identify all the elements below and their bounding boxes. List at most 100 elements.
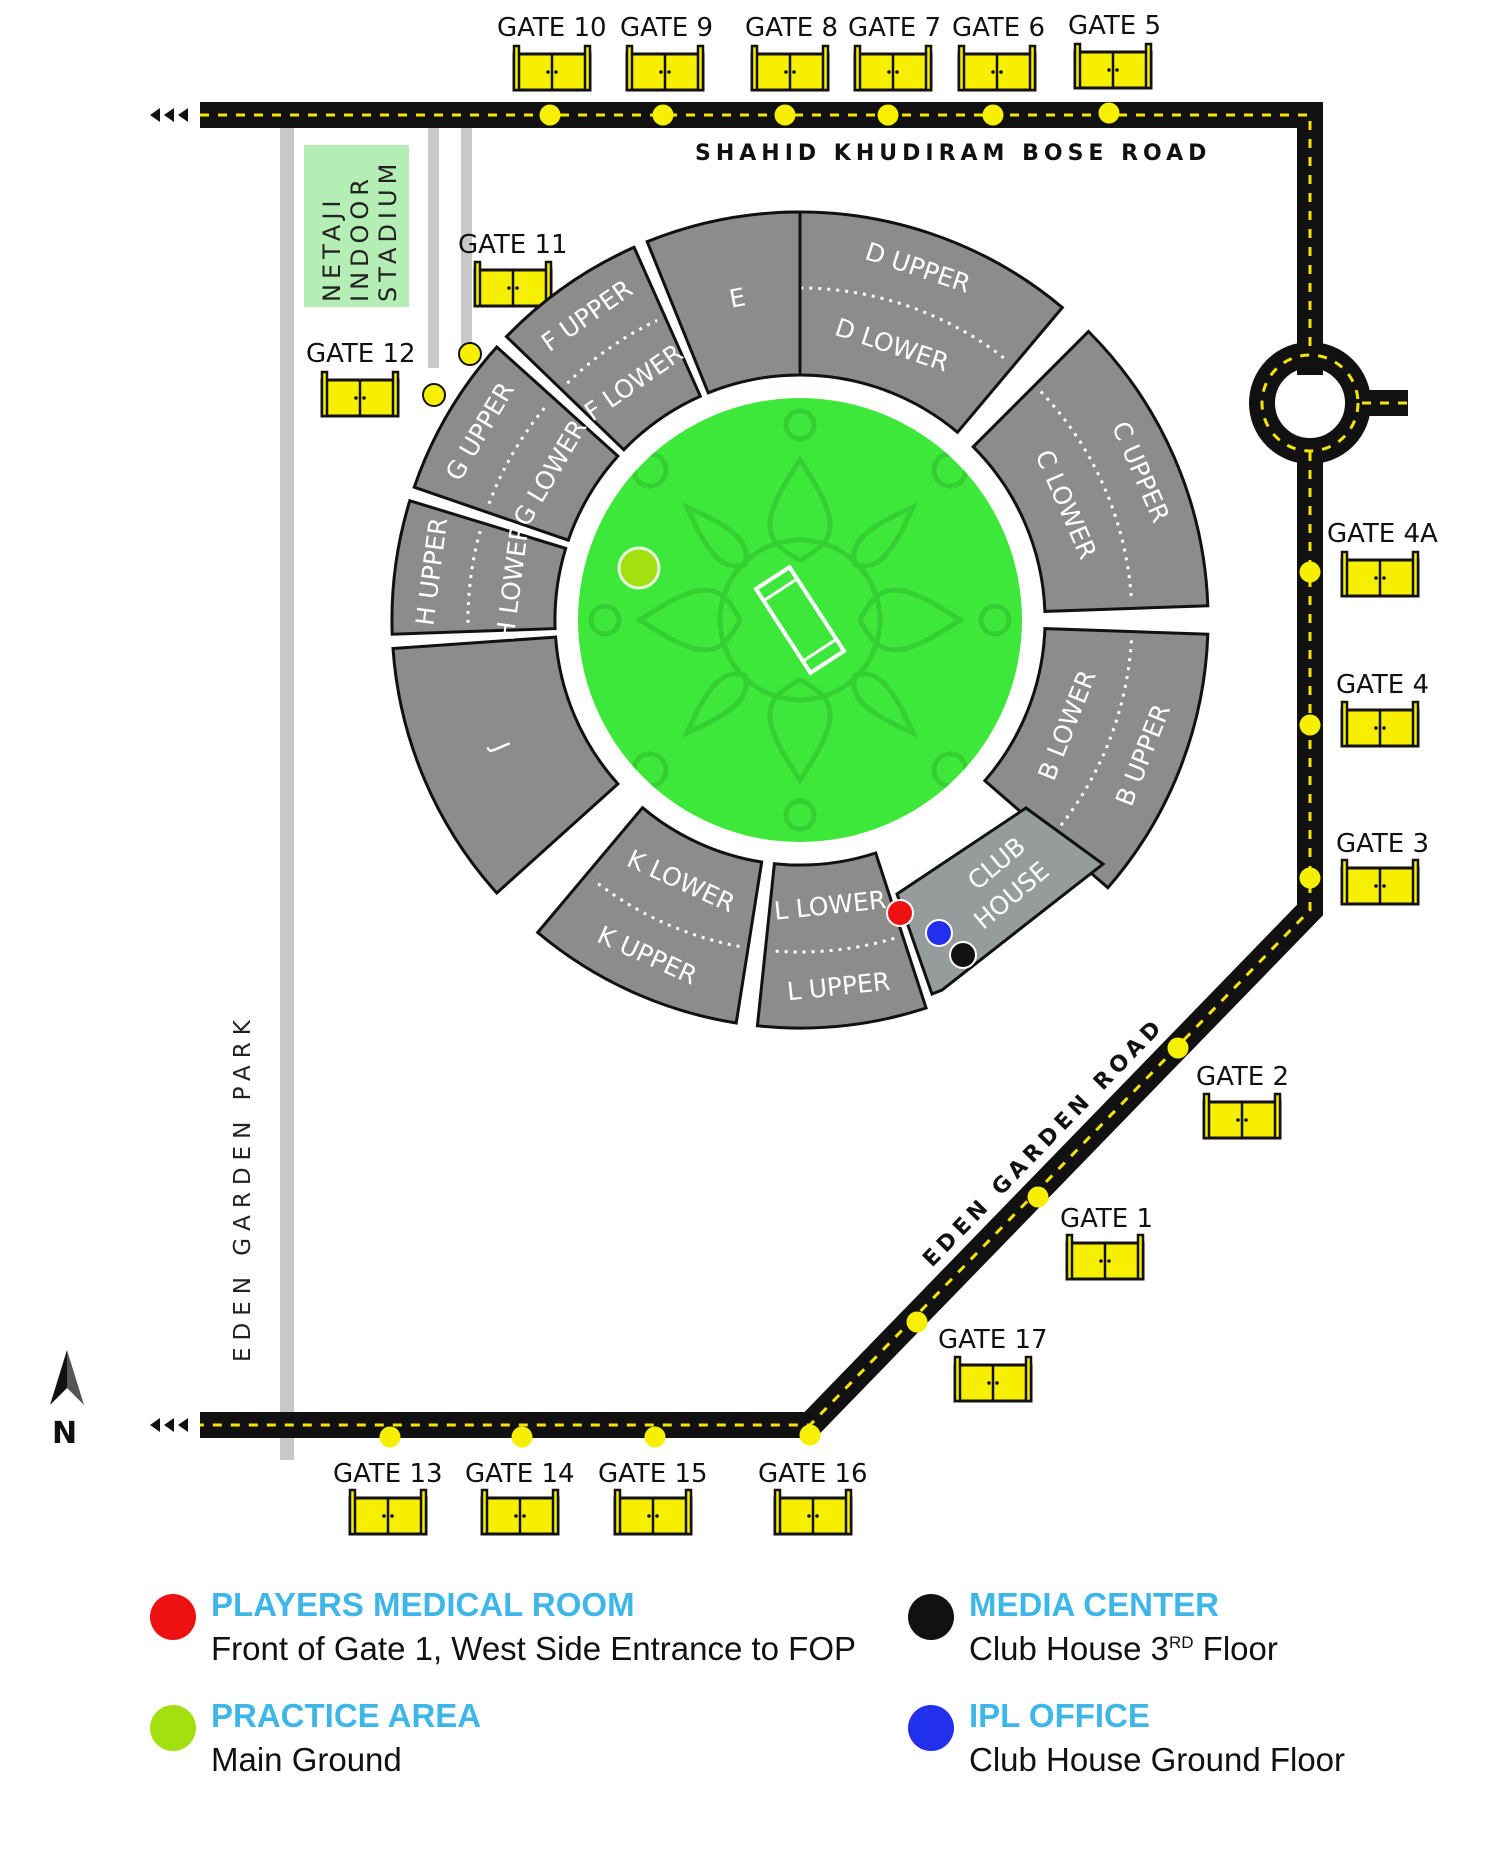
gate-label: GATE 2 bbox=[1196, 1062, 1289, 1092]
gate-label: GATE 1 bbox=[1060, 1204, 1153, 1234]
stadium-label-line-1: NETAJI bbox=[318, 196, 346, 303]
club-house: CLUB HOUSE bbox=[895, 806, 1106, 996]
gate-4: GATE 4 bbox=[1336, 670, 1429, 748]
ground-pattern bbox=[588, 408, 1012, 832]
gate-icon bbox=[320, 370, 400, 418]
stand-e bbox=[645, 210, 802, 395]
gate-icon bbox=[1340, 858, 1420, 906]
gate-icon bbox=[473, 260, 553, 308]
legend-title: MEDIA CENTER bbox=[969, 1586, 1219, 1623]
gate-label: GATE 17 bbox=[938, 1325, 1048, 1355]
gate-label: GATE 11 bbox=[458, 230, 568, 260]
legend: PLAYERS MEDICAL ROOM Front of Gate 1, We… bbox=[0, 1580, 1505, 1840]
gate-icon bbox=[750, 44, 830, 92]
gate-label: GATE 5 bbox=[1068, 11, 1161, 41]
stand-l bbox=[755, 851, 928, 1030]
stand-d-divider bbox=[791, 286, 1008, 362]
gate-4a: GATE 4A bbox=[1327, 519, 1438, 598]
gate-icon bbox=[1073, 42, 1153, 90]
stand-l-divider bbox=[773, 936, 895, 954]
legend-title: IPL OFFICE bbox=[969, 1697, 1150, 1734]
gate-label: GATE 15 bbox=[598, 1459, 708, 1489]
legend-subtitle: Club House 3RD Floor bbox=[969, 1630, 1278, 1667]
gate-icon bbox=[953, 1355, 1033, 1403]
stand-k-divider bbox=[592, 878, 740, 948]
gate-6: GATE 6 bbox=[952, 13, 1045, 92]
stand-k bbox=[535, 805, 764, 1025]
stadium-label-line-2: INDOOR bbox=[346, 174, 374, 302]
stand-e-label: E bbox=[727, 282, 748, 313]
stand-f bbox=[504, 245, 703, 452]
road-label-shahid-khudiram-bose: SHAHID KHUDIRAM BOSE ROAD bbox=[695, 141, 1211, 166]
gate-icon bbox=[625, 44, 705, 92]
gate-label: GATE 9 bbox=[620, 13, 713, 43]
gate-5: GATE 5 bbox=[1068, 11, 1161, 90]
gate-icon bbox=[512, 44, 592, 92]
gate-icon bbox=[1202, 1092, 1282, 1140]
stadium-label-line-3: STADIUM bbox=[374, 159, 402, 302]
gates: GATE 10 GATE 9 GATE 8 GATE 7 GATE 6 GATE… bbox=[306, 11, 1438, 1536]
legend-title: PLAYERS MEDICAL ROOM bbox=[211, 1586, 635, 1623]
gate-icon bbox=[348, 1488, 428, 1536]
legend-subtitle: Club House Ground Floor bbox=[969, 1741, 1346, 1778]
gate-label: GATE 6 bbox=[952, 13, 1045, 43]
gate-label: GATE 14 bbox=[465, 1459, 575, 1489]
gate-14: GATE 14 bbox=[465, 1459, 575, 1536]
gate-icon bbox=[957, 44, 1037, 92]
gate-11: GATE 11 bbox=[458, 230, 568, 308]
compass-label: N bbox=[52, 1416, 77, 1451]
stand-j bbox=[391, 635, 621, 896]
green-dot-icon bbox=[150, 1705, 196, 1751]
gate-label: GATE 4A bbox=[1327, 519, 1438, 549]
gate-9: GATE 9 bbox=[620, 13, 713, 92]
gate-7: GATE 7 bbox=[848, 13, 941, 92]
park-paths bbox=[280, 128, 472, 1460]
gate-icon bbox=[853, 44, 933, 92]
stand-h bbox=[390, 498, 568, 636]
gate-13: GATE 13 bbox=[333, 1459, 443, 1536]
stand-g-divider bbox=[487, 403, 549, 505]
roads bbox=[150, 102, 1408, 1438]
gate-label: GATE 3 bbox=[1336, 829, 1429, 859]
stand-c-divider bbox=[1039, 390, 1133, 600]
gate-15: GATE 15 bbox=[598, 1459, 708, 1536]
gate-label: GATE 16 bbox=[758, 1459, 868, 1489]
black-dot-icon bbox=[908, 1594, 954, 1640]
legend-title: PRACTICE AREA bbox=[211, 1697, 482, 1734]
ipl-office-marker-icon bbox=[925, 919, 953, 947]
practice-area-marker-icon bbox=[617, 546, 661, 590]
gate-label: GATE 8 bbox=[745, 13, 838, 43]
gate-label: GATE 12 bbox=[306, 339, 416, 369]
park-label-eden-garden-park: EDEN GARDEN PARK bbox=[230, 1013, 256, 1362]
stand-g bbox=[412, 344, 621, 543]
medical-room-marker-icon bbox=[886, 899, 914, 927]
gate-icon bbox=[613, 1488, 693, 1536]
red-dot-icon bbox=[150, 1594, 196, 1640]
stand-f-divider bbox=[566, 318, 658, 385]
gate-icon bbox=[1065, 1233, 1145, 1281]
road-continue-arrows bbox=[150, 108, 188, 1432]
gate-icon bbox=[773, 1488, 853, 1536]
gate-label: GATE 4 bbox=[1336, 670, 1429, 700]
gate-label: GATE 10 bbox=[497, 13, 607, 43]
gate-markers bbox=[379, 102, 1321, 1448]
media-center-marker-icon bbox=[949, 941, 977, 969]
stand-c bbox=[971, 329, 1210, 613]
gate-16: GATE 16 bbox=[758, 1459, 868, 1536]
gate-3: GATE 3 bbox=[1336, 829, 1429, 906]
gate-10: GATE 10 bbox=[497, 13, 607, 92]
gate-icon bbox=[480, 1488, 560, 1536]
stand-h-divider bbox=[466, 530, 482, 623]
north-compass-icon: N bbox=[50, 1350, 84, 1451]
gate-label: GATE 7 bbox=[848, 13, 941, 43]
gate-12: GATE 12 bbox=[306, 339, 416, 418]
legend-subtitle: Main Ground bbox=[211, 1741, 402, 1778]
gate-icon bbox=[1340, 700, 1420, 748]
netaji-indoor-stadium: NETAJI INDOOR STADIUM bbox=[304, 145, 409, 307]
stand-d bbox=[777, 210, 1065, 435]
gate-17: GATE 17 bbox=[938, 1325, 1048, 1403]
gate-2: GATE 2 bbox=[1196, 1062, 1289, 1140]
gate-icon bbox=[1340, 550, 1420, 598]
